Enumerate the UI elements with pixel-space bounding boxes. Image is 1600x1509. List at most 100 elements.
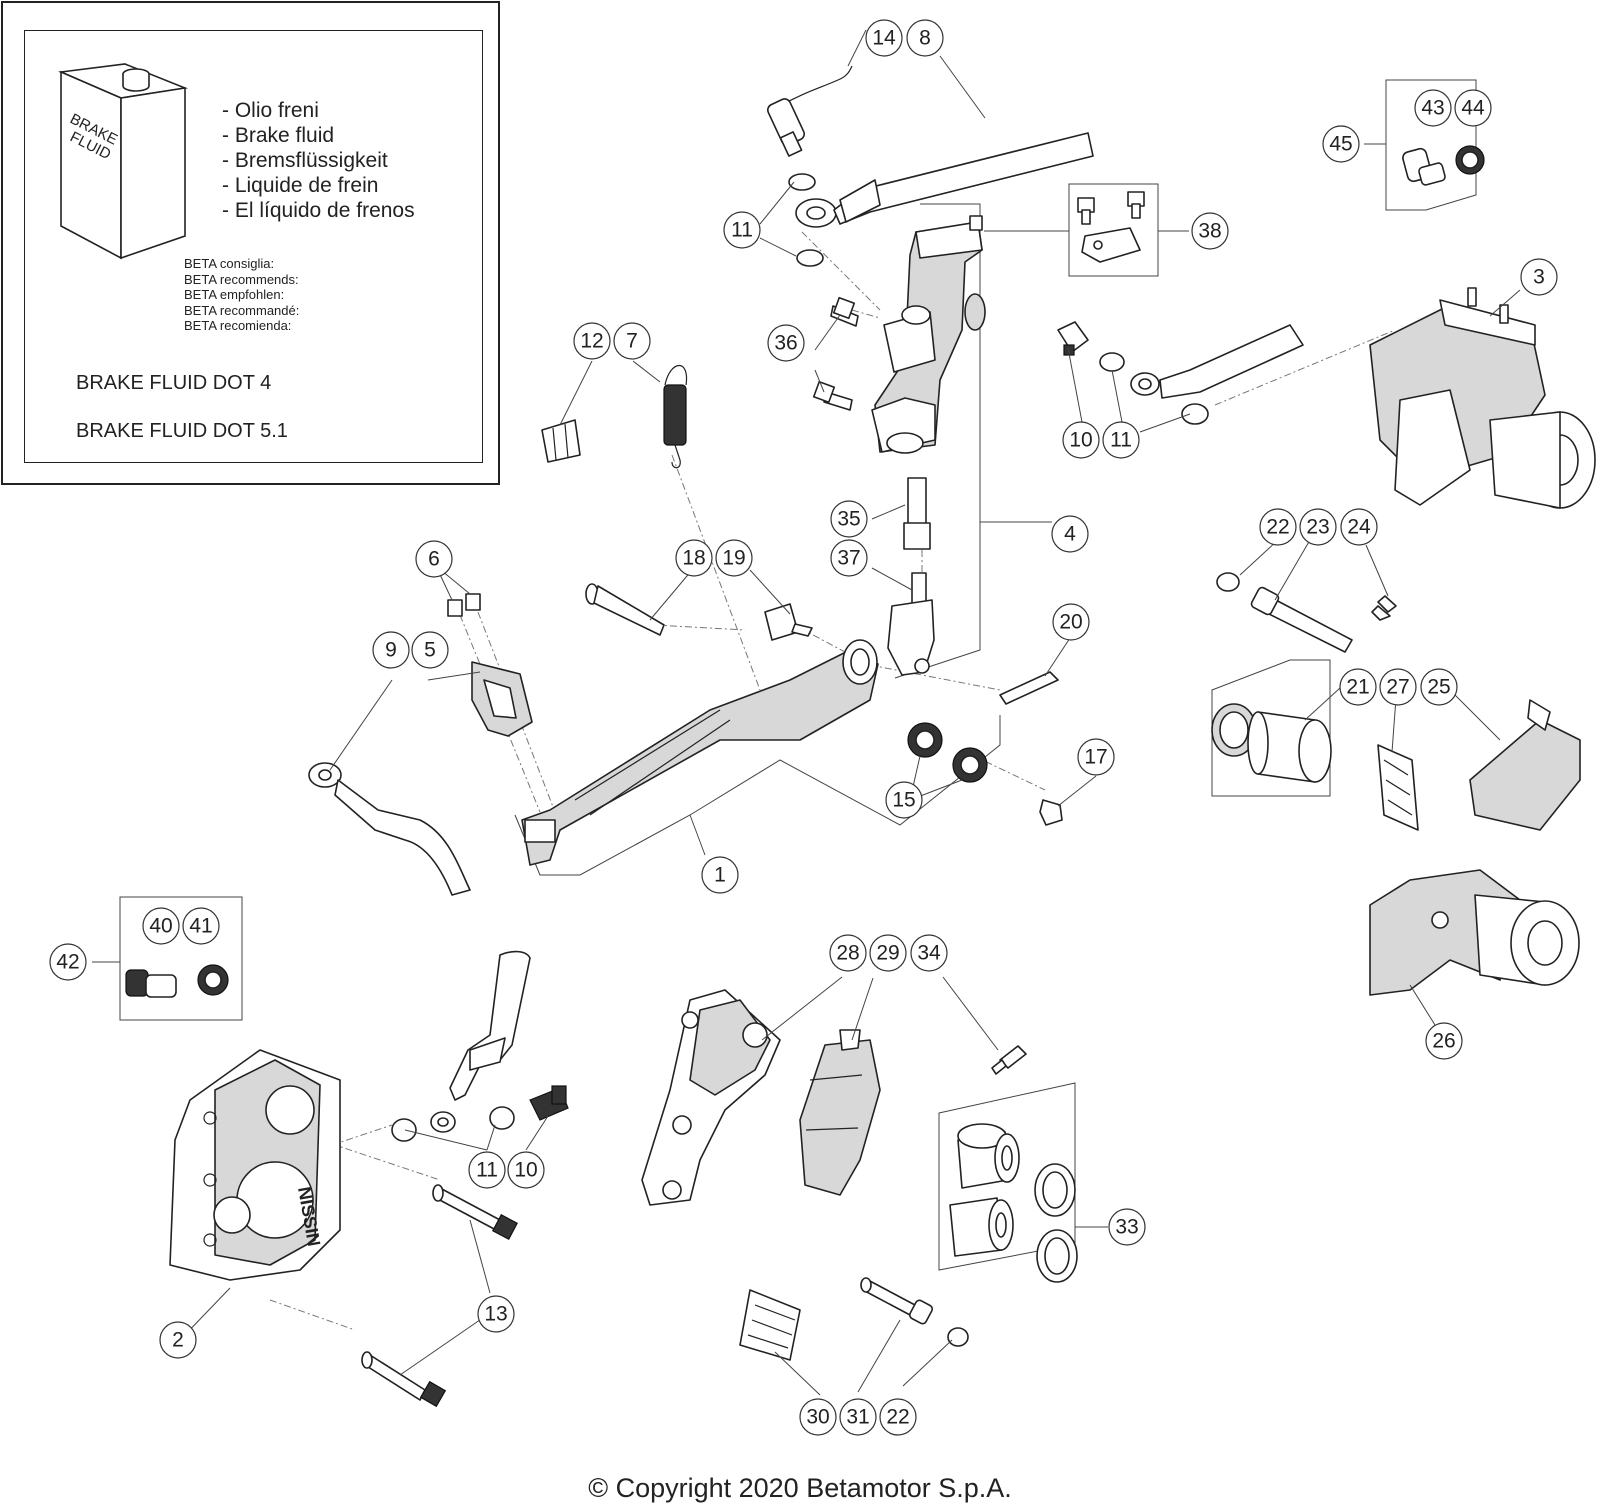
callout-23[interactable]: 23 xyxy=(1299,508,1337,546)
callout-30[interactable]: 30 xyxy=(799,1398,837,1436)
part-pin-18-19 xyxy=(585,583,813,641)
callout-12[interactable]: 12 xyxy=(573,322,611,360)
callout-4[interactable]: 4 xyxy=(1051,515,1089,553)
callout-24-text: 24 xyxy=(1347,516,1371,539)
callout-9[interactable]: 9 xyxy=(372,631,410,669)
callout-10b[interactable]: 10 xyxy=(507,1151,545,1189)
part-caliper-bracket-26 xyxy=(1369,869,1580,996)
callout-labels: 1 2 3 4 5 6 7 8 9 10 10 11 11 11 12 13 1… xyxy=(49,19,1558,1436)
callout-22b[interactable]: 22 xyxy=(879,1398,917,1436)
callout-19[interactable]: 19 xyxy=(715,539,753,577)
callout-28-text: 28 xyxy=(836,942,859,965)
part-rear-banjo xyxy=(1057,321,1304,425)
callout-38-text: 38 xyxy=(1198,220,1221,243)
callout-10b-text: 10 xyxy=(514,1159,537,1182)
part-front-caliper: NISSIN xyxy=(169,1049,341,1281)
callout-45-text: 45 xyxy=(1329,133,1352,156)
callout-27[interactable]: 27 xyxy=(1379,668,1417,706)
callout-34[interactable]: 34 xyxy=(910,934,948,972)
callout-35-text: 35 xyxy=(837,508,860,531)
callout-27-text: 27 xyxy=(1386,676,1409,699)
callout-40[interactable]: 40 xyxy=(142,907,180,945)
callout-28[interactable]: 28 xyxy=(829,934,867,972)
part-master-cylinder xyxy=(871,215,986,454)
callout-11b[interactable]: 11 xyxy=(1102,421,1140,459)
callout-26[interactable]: 26 xyxy=(1425,1022,1463,1060)
callout-45[interactable]: 45 xyxy=(1322,125,1360,163)
callout-13[interactable]: 13 xyxy=(477,1295,515,1333)
part-footpeg xyxy=(447,593,533,737)
fluid-name-fr: - Liquide de frein xyxy=(222,174,379,197)
callout-20[interactable]: 20 xyxy=(1052,603,1090,641)
callout-3[interactable]: 3 xyxy=(1520,258,1558,296)
callout-31-text: 31 xyxy=(846,1406,869,1429)
callout-7[interactable]: 7 xyxy=(613,322,651,360)
callout-17-text: 17 xyxy=(1084,746,1107,769)
callout-43[interactable]: 43 xyxy=(1414,89,1452,127)
callout-44[interactable]: 44 xyxy=(1454,89,1492,127)
callout-12-text: 12 xyxy=(580,330,603,353)
callout-40-text: 40 xyxy=(149,915,172,938)
callout-6-text: 6 xyxy=(428,548,440,571)
callout-35[interactable]: 35 xyxy=(830,500,868,538)
callout-29-text: 29 xyxy=(876,942,899,965)
callout-21[interactable]: 21 xyxy=(1339,668,1377,706)
callout-29[interactable]: 29 xyxy=(869,934,907,972)
callout-20-text: 20 xyxy=(1059,611,1082,634)
callout-22a-text: 22 xyxy=(1266,516,1289,539)
callout-25[interactable]: 25 xyxy=(1420,668,1458,706)
callout-24[interactable]: 24 xyxy=(1340,508,1378,546)
recommends-fr: BETA recommandé: xyxy=(184,302,300,318)
fluid-name-de: - Bremsflüssigkeit xyxy=(222,149,388,172)
callout-14[interactable]: 14 xyxy=(865,19,903,57)
fluid-type-dot51: BRAKE FLUID DOT 5.1 xyxy=(76,420,288,442)
part-banjo-hose-upper xyxy=(767,65,1094,267)
callout-10a[interactable]: 10 xyxy=(1062,421,1100,459)
part-brake-lever xyxy=(521,639,879,866)
callout-8[interactable]: 8 xyxy=(906,19,944,57)
callout-18[interactable]: 18 xyxy=(675,539,713,577)
part-front-bracket-28 xyxy=(641,989,781,1206)
callout-3-text: 3 xyxy=(1533,266,1545,289)
callout-9-text: 9 xyxy=(385,639,397,662)
part-pins-40-41 xyxy=(125,964,229,998)
part-pins-22-24 xyxy=(1216,572,1397,653)
callout-31[interactable]: 31 xyxy=(839,1398,877,1436)
callout-5-text: 5 xyxy=(424,639,436,662)
callout-14-text: 14 xyxy=(872,27,896,50)
callout-33[interactable]: 33 xyxy=(1108,1208,1146,1246)
callout-5[interactable]: 5 xyxy=(411,631,449,669)
part-pads-25-27 xyxy=(1377,699,1581,831)
copyright-notice: © Copyright 2020 Betamotor S.p.A. xyxy=(588,1473,1012,1503)
fluid-name-it: - Olio freni xyxy=(222,99,319,122)
callout-23-text: 23 xyxy=(1306,516,1329,539)
callout-11c[interactable]: 11 xyxy=(468,1151,506,1189)
part-front-pistons-33 xyxy=(949,1123,1078,1283)
recommends-en: BETA recommends: xyxy=(184,271,299,287)
fluid-name-list: - Olio freni - Brake fluid - Bremsflüssi… xyxy=(222,98,415,223)
callout-15[interactable]: 15 xyxy=(885,781,923,819)
callout-36-text: 36 xyxy=(774,332,797,355)
callout-11a[interactable]: 11 xyxy=(723,211,761,249)
fluid-type-dot4: BRAKE FLUID DOT 4 xyxy=(76,372,272,394)
callout-37[interactable]: 37 xyxy=(830,539,868,577)
callout-15-text: 15 xyxy=(892,789,915,812)
part-pins-43-44 xyxy=(1402,145,1485,186)
callout-41[interactable]: 41 xyxy=(182,907,220,945)
callout-2[interactable]: 2 xyxy=(159,1321,197,1359)
callout-36[interactable]: 36 xyxy=(767,324,805,362)
callout-22a[interactable]: 22 xyxy=(1259,508,1297,546)
callout-22b-text: 22 xyxy=(886,1406,909,1429)
part-bleeder-34 xyxy=(991,1045,1027,1075)
callout-17[interactable]: 17 xyxy=(1077,738,1115,776)
callout-6[interactable]: 6 xyxy=(415,540,453,578)
part-bearings-nut xyxy=(907,671,1063,826)
callout-38[interactable]: 38 xyxy=(1191,212,1229,250)
callout-26-text: 26 xyxy=(1432,1030,1455,1053)
callout-42[interactable]: 42 xyxy=(49,943,87,981)
callout-1[interactable]: 1 xyxy=(701,856,739,894)
part-pushrod xyxy=(887,477,935,676)
callout-33-text: 33 xyxy=(1115,1216,1138,1239)
callout-43-text: 43 xyxy=(1421,97,1444,120)
